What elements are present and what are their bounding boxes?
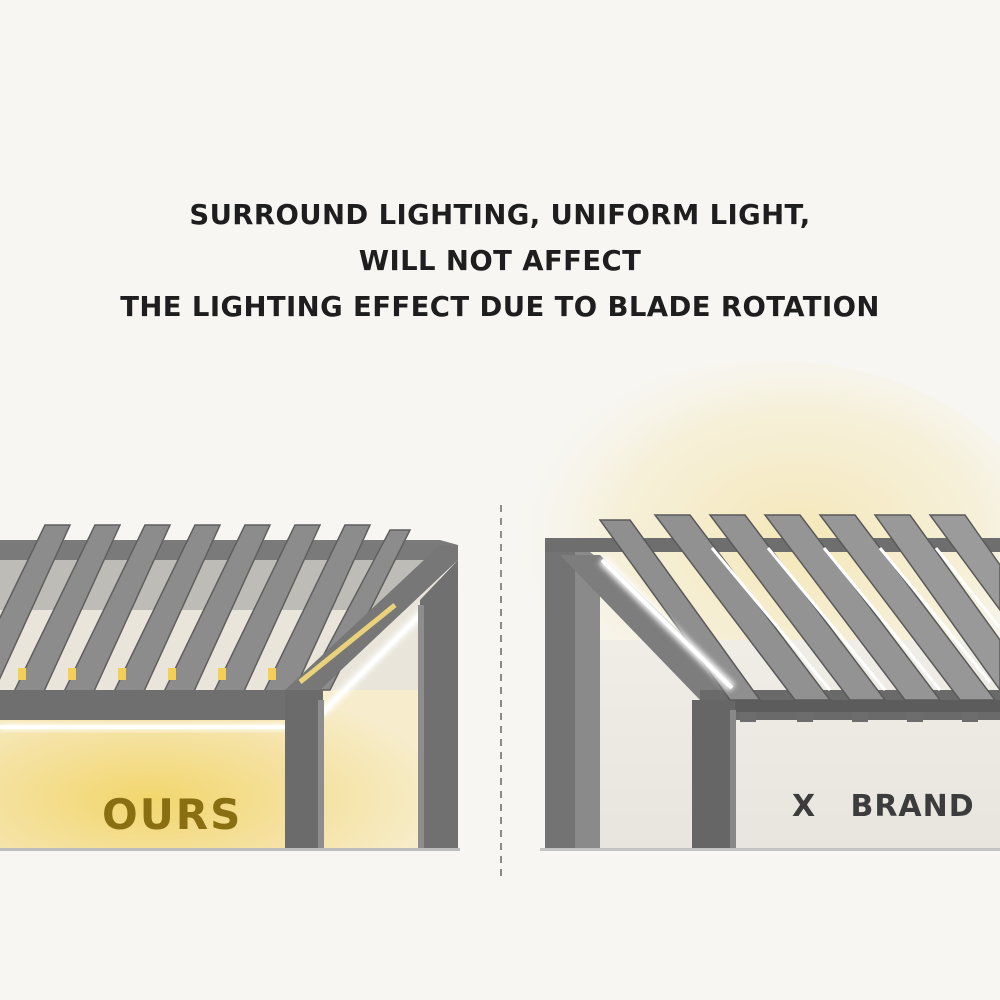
brand-side-beam bbox=[560, 555, 740, 700]
brand-blade-brackets bbox=[740, 712, 978, 722]
ours-led-strip-front bbox=[0, 725, 285, 729]
ours-side-beam bbox=[285, 545, 458, 690]
ours-pergola bbox=[0, 524, 460, 851]
ours-front-post bbox=[285, 690, 323, 850]
headline-line-3: THE LIGHTING EFFECT DUE TO BLADE ROTATIO… bbox=[120, 291, 880, 323]
label-ours: OURS bbox=[102, 790, 243, 839]
headline-line-2: WILL NOT AFFECT bbox=[358, 245, 642, 277]
brand-room bbox=[545, 640, 1000, 850]
brand-blade-leds bbox=[710, 547, 1000, 691]
ours-front-beam bbox=[0, 690, 290, 720]
headline-line-1: SURROUND LIGHTING, UNIFORM LIGHT, bbox=[189, 199, 811, 231]
brand-louver-blades bbox=[598, 514, 1000, 701]
ours-louver-blades bbox=[0, 524, 412, 701]
brand-left-post bbox=[545, 540, 575, 850]
ours-blade-glints bbox=[18, 668, 276, 680]
label-x-brand: X BRAND bbox=[792, 789, 975, 824]
brand-led-strip-side bbox=[600, 558, 734, 690]
brand-pergola bbox=[490, 360, 1000, 851]
brand-front-post bbox=[692, 700, 734, 850]
headline: SURROUND LIGHTING, UNIFORM LIGHT, WILL N… bbox=[0, 192, 1000, 330]
ours-back-post bbox=[420, 560, 458, 850]
